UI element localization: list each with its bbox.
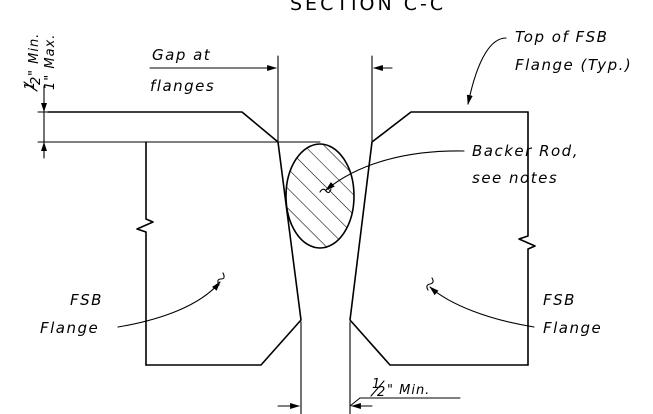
depth-arrow-bottom <box>41 142 47 151</box>
gap-min-text: 1 2 " Min. <box>370 377 430 400</box>
backer-label-line1: Backer Rod, <box>472 142 579 160</box>
gap-label-line2: flanges <box>150 77 215 95</box>
top-label-line2: Flange (Typ.) <box>515 56 632 74</box>
depth-min-text: " Min. <box>27 33 42 76</box>
backer-label-line2: see notes <box>472 169 558 187</box>
top-label-line1: Top of FSB <box>515 28 608 46</box>
left-break-line <box>136 141 154 366</box>
depth-frac-slash <box>23 81 38 92</box>
depth-max-text: 1" Max. <box>43 34 58 90</box>
right-flange-outline <box>349 111 529 366</box>
bottom-dim-leader <box>349 397 361 407</box>
depth-max-text-group: 1" Max. <box>43 34 58 90</box>
section-title: SECTION C-C <box>290 0 446 15</box>
gap-min-den: 2 <box>377 385 386 400</box>
fsb-right-line1: FSB <box>543 291 576 309</box>
backer-rod <box>285 143 355 249</box>
fsb-right-leader <box>429 286 535 328</box>
gap-label-line1: Gap at <box>152 46 211 64</box>
right-break-line <box>518 111 536 366</box>
fsb-left-leader <box>117 281 221 328</box>
top-flange-leader <box>466 37 507 105</box>
gap-min-num: 1 <box>372 377 381 392</box>
left-flange-outline <box>47 111 302 366</box>
depth-dimension-text: 1 2 " Min. <box>23 33 44 92</box>
fsb-left-tick <box>217 272 225 286</box>
depth-min-den: 2 <box>29 76 44 85</box>
gap-min-label: " Min. <box>387 383 430 398</box>
backer-leader <box>325 150 465 191</box>
depth-min-num: 1 <box>23 81 38 90</box>
fsb-left-line2: Flange <box>40 319 99 337</box>
fsb-left-line1: FSB <box>70 291 103 309</box>
gap-frac-slash <box>370 380 385 397</box>
depth-arrow-top <box>41 103 47 112</box>
fsb-right-line2: Flange <box>543 319 602 337</box>
backer-leader-tick <box>319 188 332 194</box>
fsb-right-tick <box>426 277 434 291</box>
